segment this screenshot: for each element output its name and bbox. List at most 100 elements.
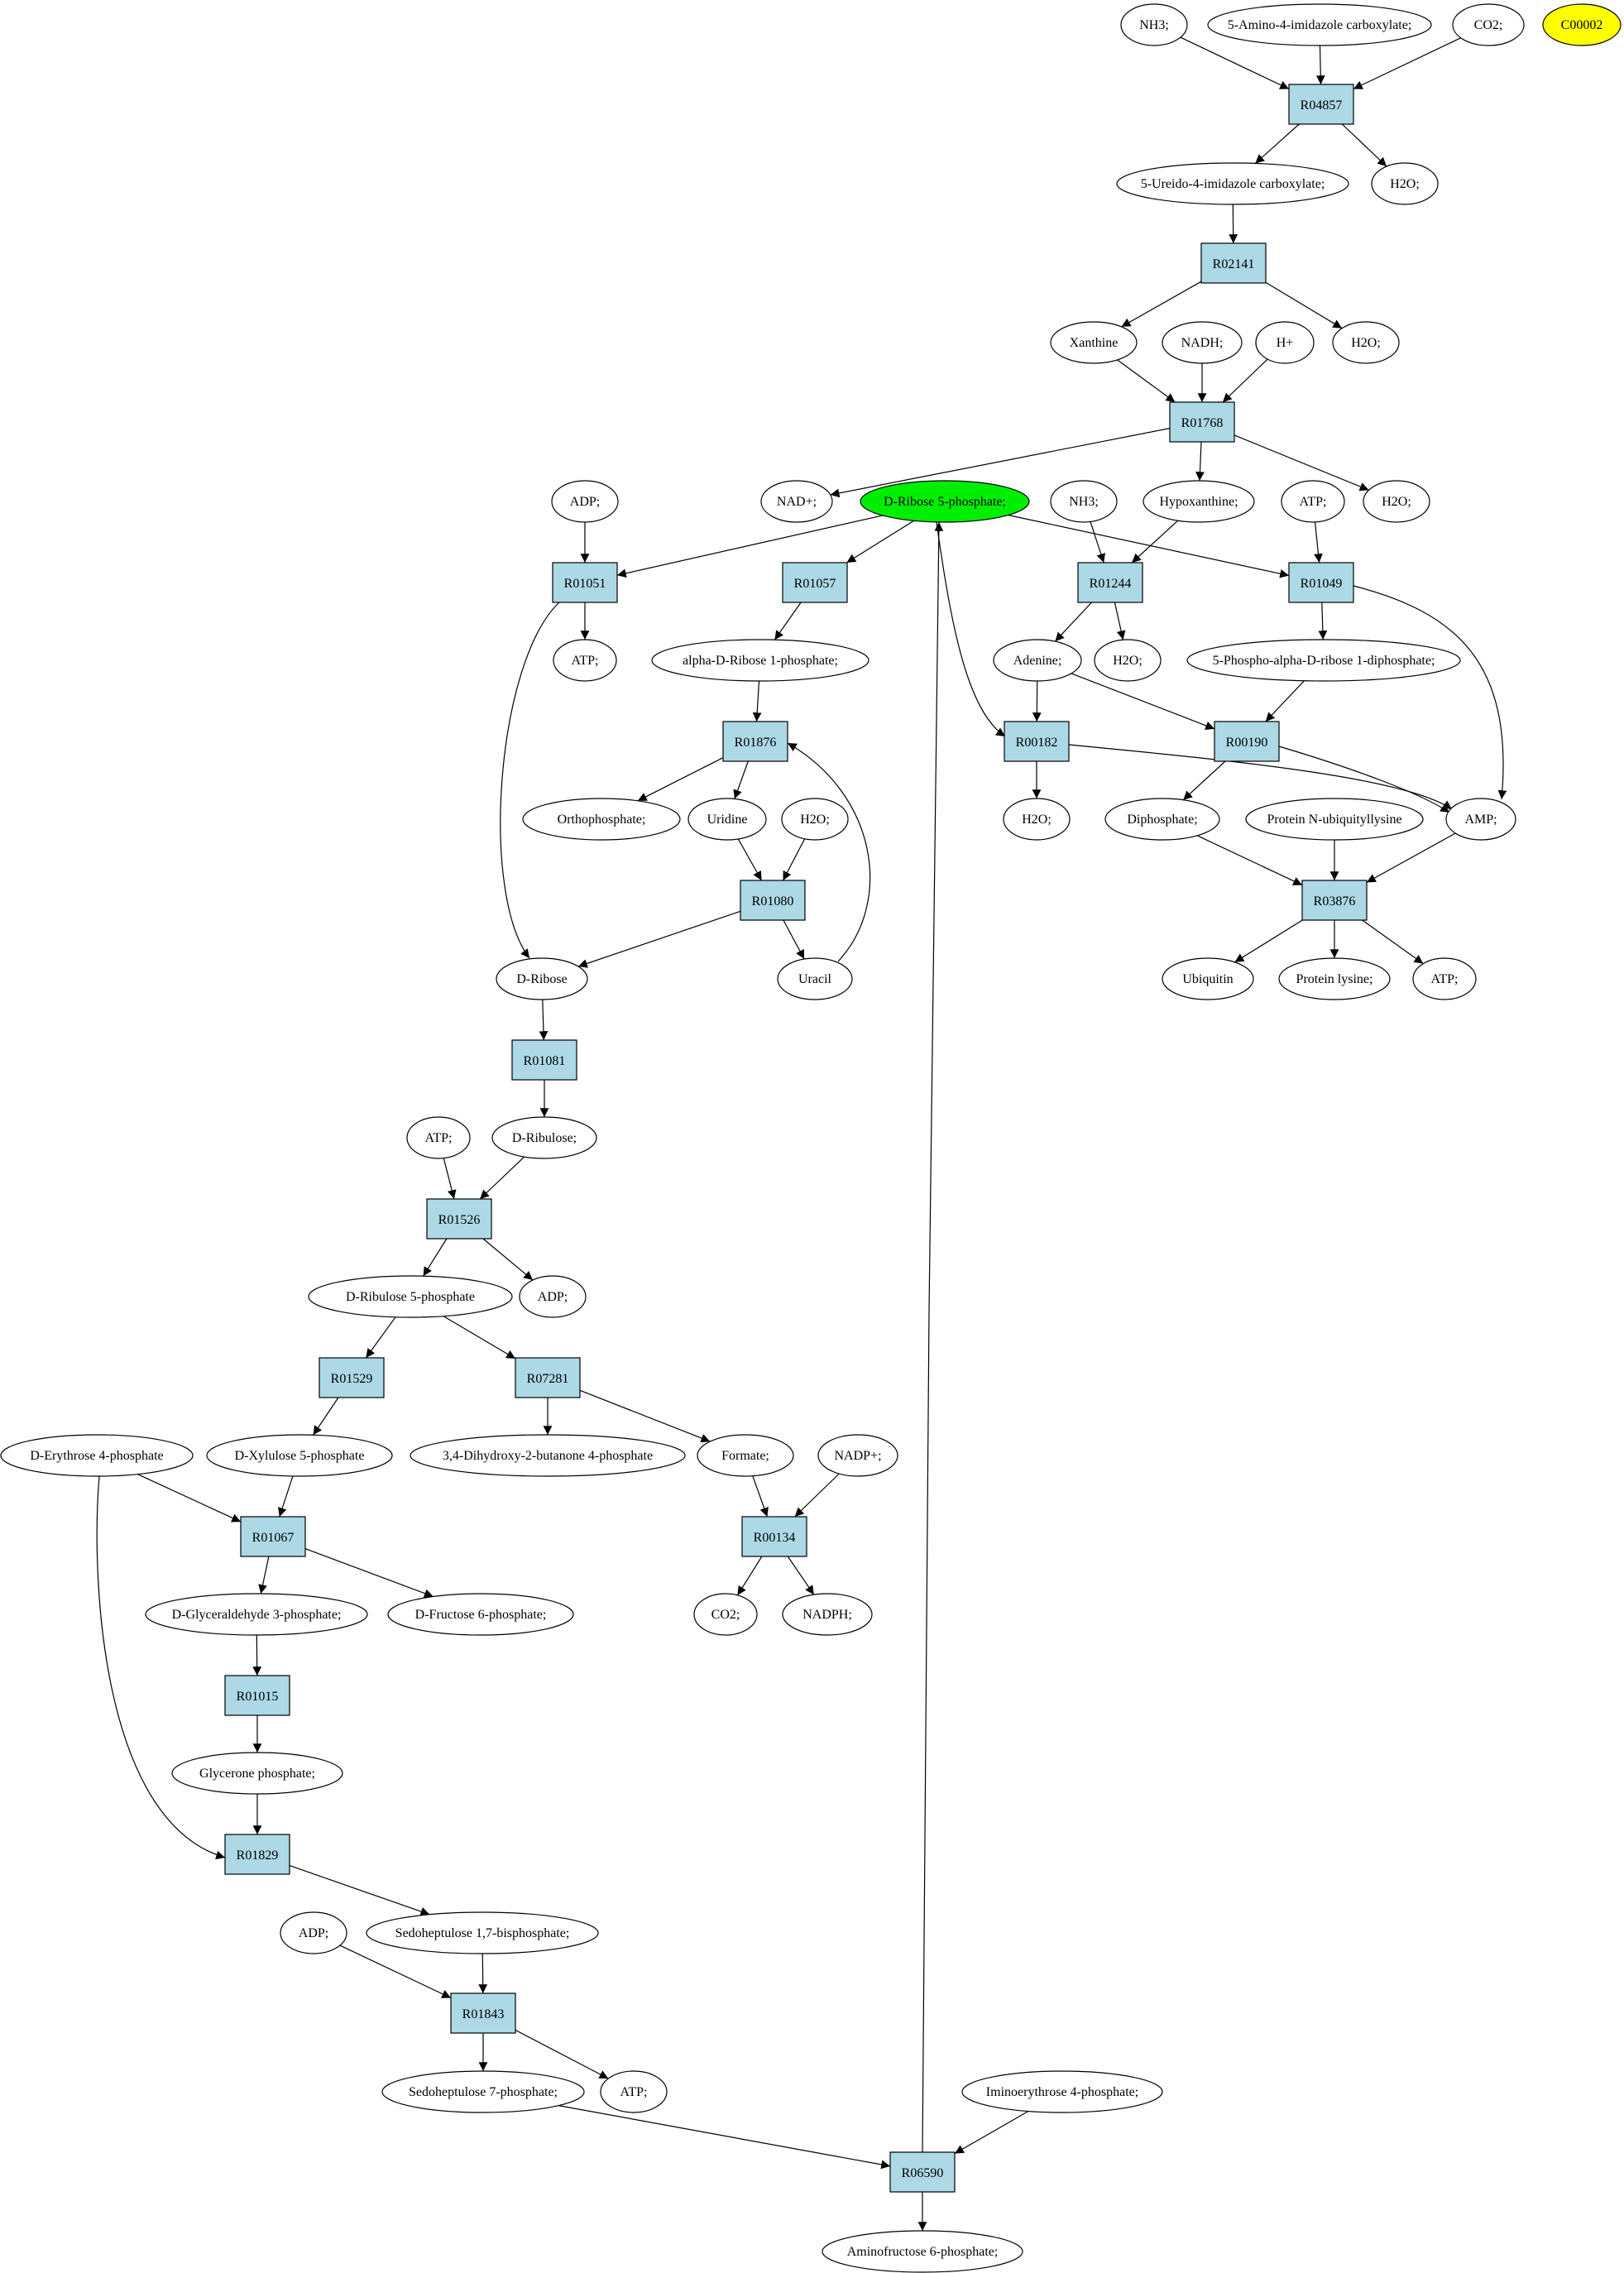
compound-node[interactable]: D-Ribulose; — [491, 1116, 597, 1159]
reaction-node-r01067[interactable]: R01067 — [240, 1516, 306, 1557]
compound-node[interactable]: Sedoheptulose 7-phosphate; — [381, 2070, 585, 2113]
compound-ellipse[interactable] — [519, 1275, 587, 1318]
compound-ellipse[interactable] — [1003, 798, 1071, 841]
compound-node[interactable]: D-Erythrose 4-phosphate — [0, 1434, 194, 1477]
compound-node[interactable]: Protein N-ubiquityllysine — [1245, 798, 1424, 841]
compound-ellipse[interactable] — [1255, 321, 1315, 364]
compound-ellipse[interactable] — [1207, 3, 1432, 46]
compound-node[interactable]: H+ — [1255, 321, 1315, 364]
reaction-node-r06590[interactable]: R06590 — [889, 2151, 956, 2193]
compound-ellipse[interactable] — [961, 2070, 1163, 2113]
compound-ellipse[interactable] — [1120, 3, 1188, 46]
reaction-box[interactable] — [1214, 721, 1280, 762]
compound-node[interactable]: Sedoheptulose 1,7-bisphosphate; — [366, 1911, 599, 1954]
reaction-box[interactable] — [426, 1198, 492, 1240]
reaction-node-r01015[interactable]: R01015 — [224, 1675, 290, 1716]
reaction-node-r01526[interactable]: R01526 — [426, 1198, 492, 1240]
compound-ellipse[interactable] — [1363, 480, 1430, 523]
reaction-box[interactable] — [722, 721, 788, 762]
compound-ellipse[interactable] — [693, 1593, 758, 1636]
highlighted-compound-ellipse[interactable] — [860, 480, 1030, 523]
compound-ellipse[interactable] — [781, 798, 849, 841]
compound-ellipse[interactable] — [993, 639, 1082, 682]
compound-ellipse[interactable] — [1050, 480, 1118, 523]
compound-node[interactable]: ATP; — [553, 639, 617, 682]
compound-node[interactable]: Aminofructose 6-phosphate; — [822, 2230, 1023, 2273]
compound-ellipse[interactable] — [410, 1434, 686, 1477]
compound-ellipse[interactable] — [1445, 798, 1516, 841]
reaction-box[interactable] — [1288, 84, 1354, 125]
compound-node[interactable]: ATP; — [600, 2070, 668, 2113]
compound-ellipse[interactable] — [817, 1434, 898, 1477]
compound-ellipse[interactable] — [1104, 798, 1220, 841]
compound-ellipse[interactable] — [206, 1434, 393, 1477]
compound-node[interactable]: D-Fructose 6-phosphate; — [387, 1593, 574, 1636]
reaction-box[interactable] — [889, 2151, 956, 2193]
compound-node[interactable]: D-Glyceraldehyde 3-phosphate; — [145, 1593, 368, 1636]
reaction-node-r01057[interactable]: R01057 — [782, 562, 848, 603]
reaction-box[interactable] — [240, 1516, 306, 1557]
reaction-node-r00190[interactable]: R00190 — [1214, 721, 1280, 762]
compound-ellipse[interactable] — [496, 957, 588, 1000]
reaction-box[interactable] — [741, 1516, 807, 1557]
compound-node[interactable]: ADP; — [280, 1911, 347, 1954]
compound-ellipse[interactable] — [280, 1911, 347, 1954]
compound-node[interactable]: H2O; — [1363, 480, 1430, 523]
compound-ellipse[interactable] — [406, 1116, 471, 1159]
reaction-box[interactable] — [1200, 242, 1267, 284]
compound-node[interactable]: CO2; — [1452, 3, 1525, 46]
reaction-box[interactable] — [1169, 401, 1235, 443]
compound-ellipse[interactable] — [491, 1116, 597, 1159]
compound-node[interactable]: NADP+; — [817, 1434, 898, 1477]
compound-node[interactable]: 5-Ureido-4-imidazole carboxylate; — [1116, 162, 1349, 205]
reaction-box[interactable] — [511, 1039, 577, 1081]
compound-ellipse[interactable] — [387, 1593, 574, 1636]
reaction-node-r01081[interactable]: R01081 — [511, 1039, 577, 1081]
compound-node[interactable]: NH3; — [1050, 480, 1118, 523]
compound-ellipse[interactable] — [1245, 798, 1424, 841]
reaction-node-r01843[interactable]: R01843 — [450, 1992, 516, 2034]
reaction-node-r00182[interactable]: R00182 — [1004, 721, 1070, 762]
reaction-box[interactable] — [450, 1992, 516, 2034]
compound-ellipse[interactable] — [553, 639, 617, 682]
compound-ellipse[interactable] — [1116, 162, 1349, 205]
compound-node[interactable]: Iminoerythrose 4-phosphate; — [961, 2070, 1163, 2113]
compound-node[interactable]: alpha-D-Ribose 1-phosphate; — [651, 639, 869, 682]
reaction-box[interactable] — [1077, 562, 1143, 603]
compound-ellipse[interactable] — [651, 639, 869, 682]
compound-ellipse[interactable] — [551, 480, 619, 523]
compound-node[interactable]: Uracil — [777, 957, 853, 1000]
reaction-node-r01049[interactable]: R01049 — [1288, 562, 1354, 603]
compound-ellipse[interactable] — [1143, 480, 1255, 523]
compound-node[interactable]: H2O; — [1371, 162, 1439, 205]
compound-ellipse[interactable] — [822, 2230, 1023, 2273]
compound-node[interactable]: ATP; — [1281, 480, 1345, 523]
compound-node[interactable]: Ubiquitin — [1162, 957, 1254, 1000]
reaction-node-r04857[interactable]: R04857 — [1288, 84, 1354, 125]
compound-node[interactable]: D-Ribose — [496, 957, 588, 1000]
compound-node[interactable]: D-Xylulose 5-phosphate — [206, 1434, 393, 1477]
reaction-node-r07281[interactable]: R07281 — [515, 1357, 581, 1398]
compound-ellipse[interactable] — [1094, 639, 1162, 682]
compound-node[interactable]: D-Ribose 5-phosphate; — [860, 480, 1030, 523]
reaction-node-r01529[interactable]: R01529 — [319, 1357, 385, 1398]
reaction-box[interactable] — [319, 1357, 385, 1398]
compound-ellipse[interactable] — [1186, 639, 1461, 682]
compound-ellipse[interactable] — [1162, 321, 1243, 364]
compound-ellipse[interactable] — [308, 1275, 513, 1318]
compound-node[interactable]: CO2; — [693, 1593, 758, 1636]
reaction-box[interactable] — [1004, 721, 1070, 762]
compound-node[interactable]: NADPH; — [782, 1593, 873, 1636]
compound-node[interactable]: Adenine; — [993, 639, 1082, 682]
compound-node[interactable]: Formate; — [697, 1434, 794, 1477]
reaction-node-r00134[interactable]: R00134 — [741, 1516, 807, 1557]
compound-node[interactable]: H2O; — [781, 798, 849, 841]
compound-ellipse[interactable] — [1332, 321, 1400, 364]
reaction-node-r01080[interactable]: R01080 — [740, 880, 806, 921]
compound-node[interactable]: ADP; — [519, 1275, 587, 1318]
compound-ellipse[interactable] — [1452, 3, 1525, 46]
reaction-node-r03876[interactable]: R03876 — [1301, 880, 1368, 921]
compound-node[interactable]: Xanthine — [1050, 321, 1138, 364]
compound-node[interactable]: H2O; — [1003, 798, 1071, 841]
reaction-node-r01051[interactable]: R01051 — [552, 562, 618, 603]
